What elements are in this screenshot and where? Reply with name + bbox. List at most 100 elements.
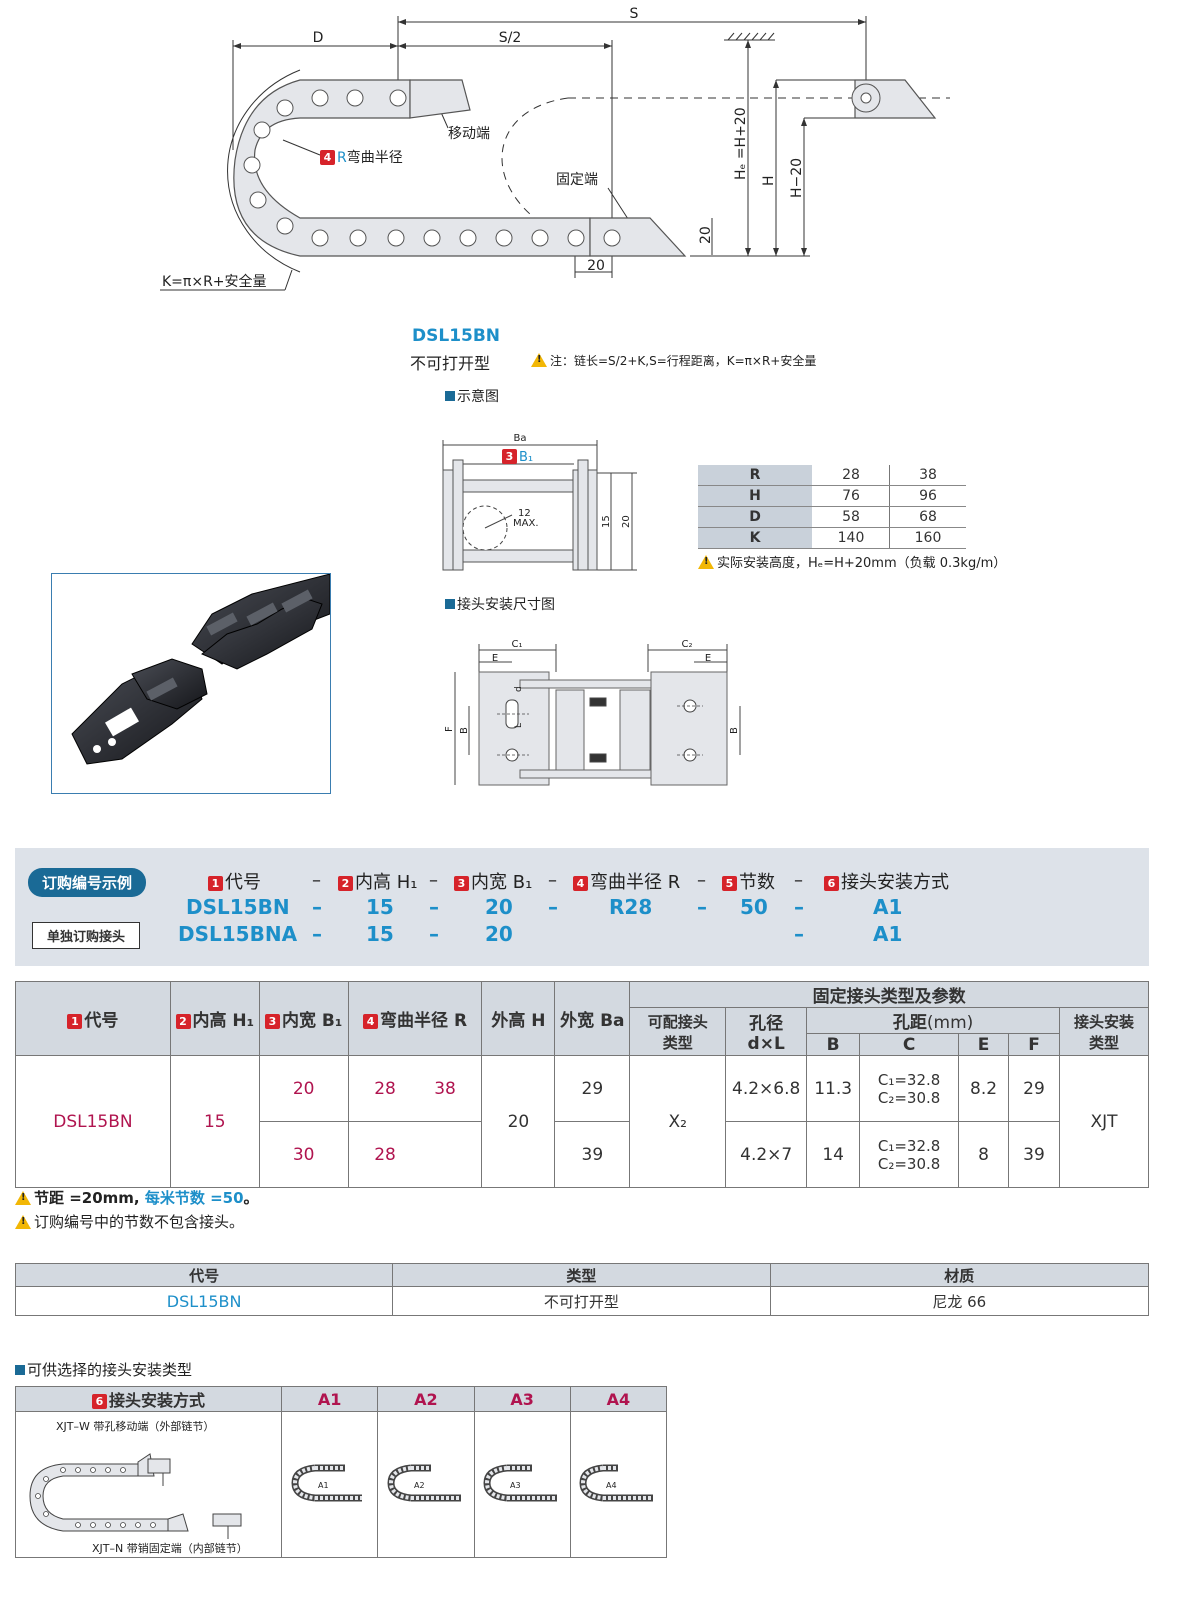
spec-header-row: B C E F	[16, 1033, 1149, 1056]
pitch-note: 节距 =20mm, 每米节数 =50。	[15, 1187, 259, 1208]
spec-b1: 20	[258, 1055, 349, 1122]
material-table: 代号 类型 材质 DSL15BN 不可打开型 尼龙 66	[14, 1263, 1150, 1316]
product-photo	[51, 573, 331, 794]
spec-header-row: 可配接头类型 孔径 d×L 孔距(mm) 接头安装类型	[16, 1007, 1150, 1056]
chain-mounting-diagram	[29, 1453, 242, 1539]
order-dash: –	[794, 870, 803, 891]
order-dash: –	[429, 870, 438, 891]
material-header-row: 代号 类型 材质	[14, 1263, 1150, 1287]
order-row1-links: 50	[740, 895, 768, 919]
dim-s2: S/2	[499, 30, 522, 46]
schematic-15: 15	[601, 515, 612, 528]
order-dash: –	[548, 870, 557, 891]
install-height-note: 实际安装高度，Hₑ=H+20mm（负载 0.3kg/m）	[698, 552, 1006, 571]
spec-h1: 15	[169, 1055, 260, 1188]
spec-b: 11.3	[806, 1055, 861, 1122]
joint-e-right: E	[705, 653, 711, 664]
warning-icon	[15, 1191, 31, 1205]
schematic-max-value: 12	[518, 508, 531, 519]
order-row2-h1: 15	[366, 922, 394, 946]
joint-c1: C₁	[512, 639, 523, 650]
mounting-diagram-cell: XJT–W 带孔移动端（外部链节） XJT–N 带销固定端（内部链节	[15, 1411, 282, 1558]
order-row2-b1: 20	[485, 922, 513, 946]
mount-a3-icon: A3	[483, 1464, 558, 1501]
spec-e: 8	[958, 1121, 1010, 1188]
spec-header-f: F	[1008, 1033, 1060, 1056]
order-dash: –	[548, 895, 558, 919]
spec-mount: XJT	[1058, 1055, 1150, 1188]
joint-d: d	[514, 686, 524, 692]
mount-a4-icon: A4	[579, 1464, 654, 1501]
mounting-row: XJT–W 带孔移动端（外部链节） XJT–N 带销固定端（内部链节	[15, 1411, 668, 1558]
product-type: 不可打开型	[410, 354, 491, 373]
joint-b-right: B	[729, 727, 740, 734]
spec-header-hole: 孔径 d×L	[725, 1007, 808, 1056]
joint-dimension-drawing: C₁ C₂ E E F B B d L	[444, 639, 741, 786]
dim-h: H	[761, 175, 777, 186]
schematic-max-label: MAX.	[513, 518, 539, 529]
spec-header-c: C	[859, 1033, 960, 1056]
warning-icon	[15, 1215, 31, 1229]
order-row2-mount: A1	[873, 922, 903, 946]
spec-f: 39	[1008, 1121, 1060, 1188]
length-note: 注：链长=S/2+K,S=行程距离，K=π×R+安全量	[531, 352, 816, 369]
k-formula: K=π×R+安全量	[162, 273, 267, 290]
order-dash: –	[697, 895, 707, 919]
order-example-band	[15, 848, 1149, 966]
warning-icon	[531, 353, 547, 367]
xjt-w-label: XJT–W 带孔移动端（外部链节）	[56, 1420, 215, 1433]
mounting-a3-cell: A3	[473, 1411, 571, 1558]
order-dash: –	[429, 922, 439, 946]
mount-a2-icon: A2	[387, 1464, 461, 1501]
material-row: DSL15BN 不可打开型 尼龙 66	[14, 1286, 1150, 1316]
spec-code: DSL15BN	[15, 1055, 171, 1188]
mounting-a2-cell: A2	[377, 1411, 475, 1558]
joint-l: L	[514, 723, 524, 728]
spec-b: 14	[806, 1121, 861, 1188]
xjt-n-label: XJT–N 带销固定端（内部链节）	[92, 1542, 248, 1555]
single-order-joint-box: 单独订购接头	[32, 922, 141, 949]
dim-d: D	[313, 30, 324, 46]
spec-header-pitch: 孔距(mm)	[806, 1007, 1060, 1034]
schematic-ba: Ba	[514, 433, 527, 444]
svg-text:A2: A2	[414, 1481, 425, 1490]
badge-3: 3	[502, 449, 517, 464]
moving-end-label: 移动端	[448, 126, 490, 142]
mount-a1-icon: A1	[291, 1464, 362, 1501]
order-dash: –	[312, 870, 321, 891]
order-dash: –	[794, 922, 804, 946]
order-dash: –	[429, 895, 439, 919]
spec-matchable: X₂	[629, 1055, 727, 1188]
fixed-end-label: 固定端	[556, 172, 598, 188]
order-row2-code: DSL15BNA	[178, 922, 298, 946]
badge-4: 4	[320, 150, 335, 165]
spec-header-matchable: 可配接头类型	[629, 1007, 727, 1056]
square-bullet-icon	[445, 391, 455, 401]
mounting-a1-cell: A1	[280, 1411, 379, 1558]
spec-header-outer-h: 外高 H	[481, 981, 556, 1056]
schematic-title: 示意图	[445, 386, 499, 406]
spec-outer-ba: 29	[554, 1055, 631, 1122]
spec-f: 29	[1008, 1055, 1060, 1122]
order-example-pill: 订购编号示例	[28, 868, 147, 897]
svg-text:A4: A4	[606, 1481, 617, 1490]
